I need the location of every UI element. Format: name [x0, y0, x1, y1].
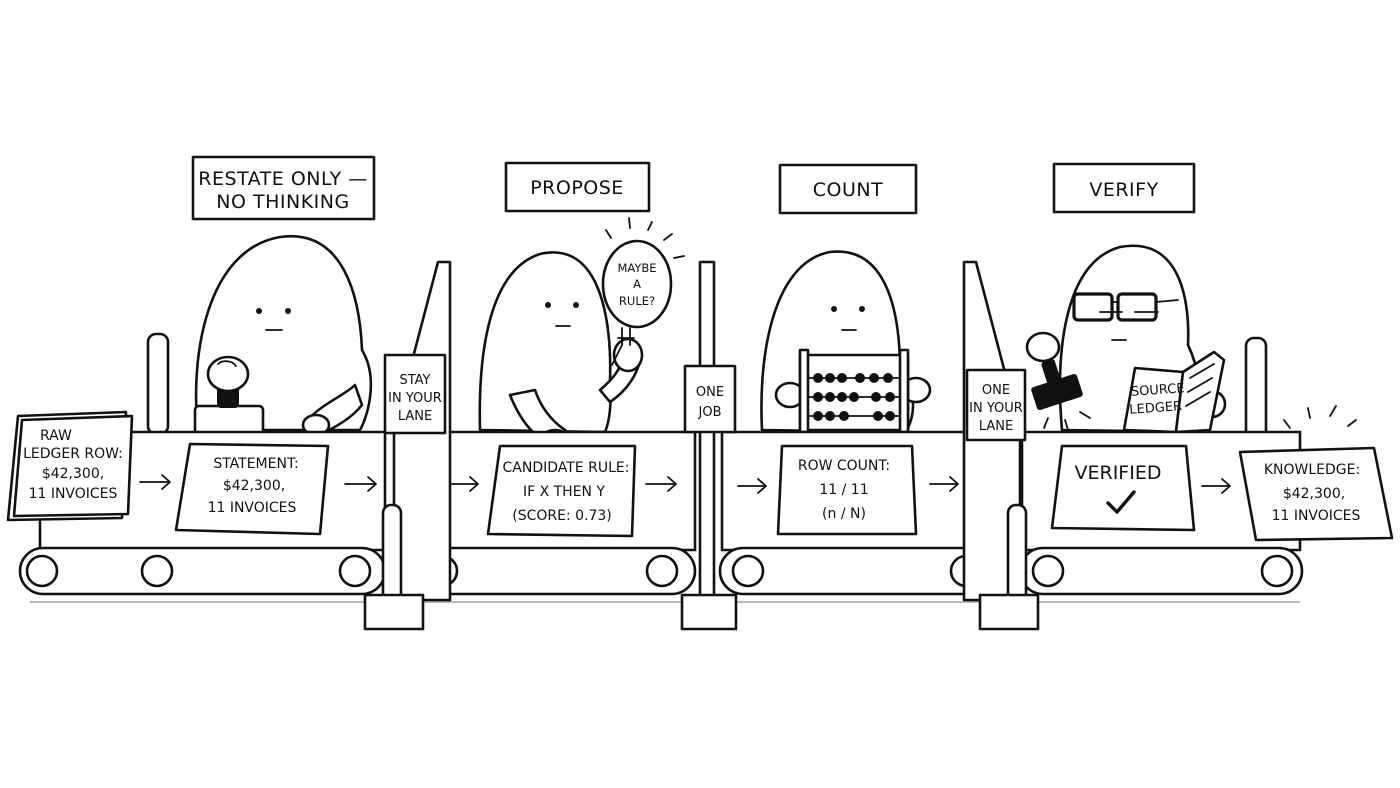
input-line4: 11 INVOICES [29, 486, 118, 502]
arrow-right-icon-6 [929, 476, 959, 492]
stamp-icon-verify [1031, 359, 1091, 431]
sign3-line3: LANE [979, 419, 1013, 434]
book-line2: LEDGER [1129, 399, 1183, 418]
sparkle-lines [1283, 405, 1357, 429]
station-label-propose: PROPOSE [504, 161, 651, 213]
sign-one-in-your-lane: ONE IN YOUR LANE [965, 368, 1027, 442]
card-verified: VERIFIED [1050, 444, 1196, 532]
glasses-icon [1072, 292, 1179, 322]
station-label-restate-line1: RESTATE ONLY — [198, 168, 367, 190]
input-line1: RAW [40, 428, 72, 444]
sign2-line2: JOB [698, 405, 722, 420]
knowledge-line1: KNOWLEDGE: [1264, 462, 1360, 478]
sign-stay-in-your-lane: STAY IN YOUR LANE [383, 353, 447, 435]
input-line3: $42,300, [42, 466, 104, 482]
thought-bubble: MAYBE A RULE? [601, 217, 685, 329]
statement-line1: STATEMENT: [213, 456, 298, 472]
rail-post-right [1244, 336, 1268, 440]
lightbulb-icon [611, 327, 635, 366]
arrow-right-icon-4 [645, 476, 677, 492]
card-candidate-rule: CANDIDATE RULE: IF X THEN Y (SCORE: 0.73… [486, 444, 637, 538]
candidate-line1: CANDIDATE RULE: [503, 460, 630, 476]
rail-post-left [146, 332, 170, 436]
sign-one-job: ONE JOB [683, 364, 737, 434]
station-label-count: COUNT [778, 163, 918, 215]
station-label-count-text: COUNT [813, 179, 883, 201]
verified-text: VERIFIED [1075, 462, 1162, 484]
abacus-icon [798, 348, 910, 434]
source-ledger-book: SOURCE LEDGER [1122, 350, 1226, 434]
rowcount-line1: ROW COUNT: [798, 458, 890, 474]
card-raw-ledger-row: RAW LEDGER ROW: $42,300, 11 INVOICES [6, 410, 134, 522]
arrow-right-icon-2 [344, 476, 377, 492]
bubble-line2: A [633, 277, 641, 291]
statement-line3: 11 INVOICES [208, 500, 297, 516]
card-statement: STATEMENT: $42,300, 11 INVOICES [174, 442, 330, 536]
checkmark-icon [1106, 490, 1136, 514]
card-row-count: ROW COUNT: 11 / 11 (n / N) [776, 444, 918, 536]
input-line2: LEDGER ROW: [23, 446, 123, 462]
card-knowledge: KNOWLEDGE: $42,300, 11 INVOICES [1238, 405, 1394, 542]
stamp-icon [193, 355, 265, 438]
station-label-restate: RESTATE ONLY — NO THINKING [191, 155, 376, 221]
bubble-line1: MAYBE [617, 261, 656, 275]
sign1-line3: LANE [398, 409, 432, 424]
station-label-verify-text: VERIFY [1089, 179, 1158, 201]
sign3-line1: ONE [982, 383, 1010, 398]
knowledge-line2: $42,300, [1283, 486, 1345, 502]
bubble-line3: RULE? [619, 294, 655, 308]
rowcount-line2: 11 / 11 [819, 482, 868, 498]
sign1-line1: STAY [399, 373, 430, 388]
knowledge-line3: 11 INVOICES [1272, 508, 1361, 524]
statement-line2: $42,300, [223, 478, 285, 494]
divider-wall-2 [680, 260, 738, 631]
station-label-verify: VERIFY [1052, 162, 1196, 214]
candidate-line2: IF X THEN Y [523, 484, 606, 500]
rowcount-line3: (n / N) [822, 506, 866, 522]
arrow-right-icon-7 [1201, 478, 1231, 494]
book-line1: SOURCE [1130, 381, 1185, 400]
sign2-line1: ONE [696, 385, 724, 400]
station-label-restate-line2: NO THINKING [216, 191, 349, 213]
arrow-right-icon-1 [139, 474, 171, 490]
sign1-line2: IN YOUR [388, 391, 442, 406]
station-label-propose-text: PROPOSE [530, 177, 624, 199]
sign3-line2: IN YOUR [969, 401, 1023, 416]
arrow-right-icon-5 [737, 478, 767, 494]
arrow-right-icon-3 [449, 476, 479, 492]
candidate-line3: (SCORE: 0.73) [512, 508, 612, 524]
